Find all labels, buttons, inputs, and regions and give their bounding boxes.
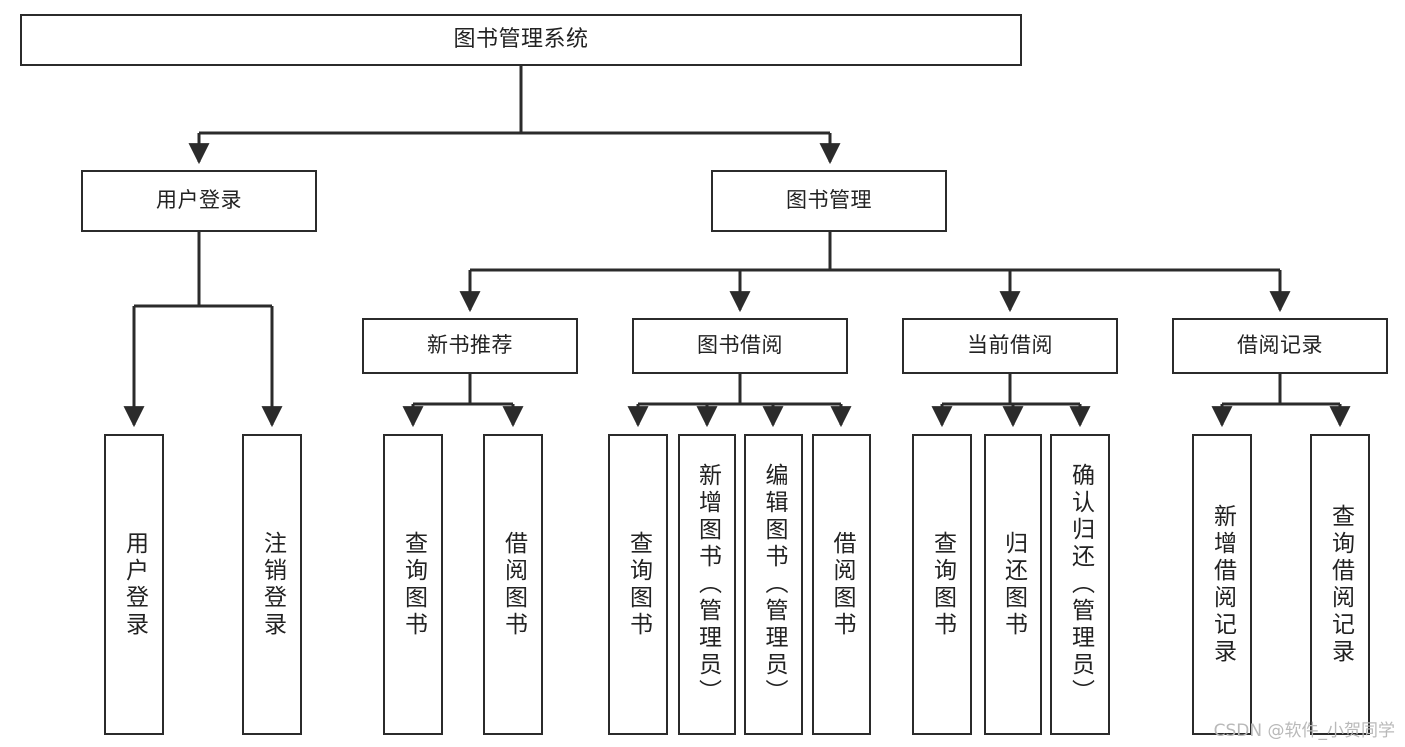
node-label: 图书管理系统	[453, 26, 589, 52]
node-label: 新增借阅记录	[1209, 503, 1236, 666]
node-label: 借阅图书	[829, 530, 855, 639]
node-borrow-record[interactable]: 借阅记录	[1172, 318, 1388, 374]
csdn-watermark: CSDN @软件_小贺同学	[1213, 721, 1395, 741]
node-book-management[interactable]: 图书管理	[711, 170, 947, 232]
node-label: 用户登录	[121, 530, 148, 639]
node-new-book-recommend[interactable]: 新书推荐	[362, 318, 578, 374]
node-label: 当前借阅	[967, 333, 1053, 358]
node-label: 编辑图书（管理员）	[761, 463, 787, 706]
node-label: 注销登录	[259, 530, 286, 639]
node-leaf-edit-book[interactable]: 编辑图书（管理员）	[744, 434, 803, 735]
node-label: 查询图书	[929, 530, 956, 639]
node-leaf-add-record[interactable]: 新增借阅记录	[1192, 434, 1252, 735]
node-leaf-query-book-1[interactable]: 查询图书	[383, 434, 443, 735]
node-label: 图书管理	[786, 188, 872, 213]
node-label: 确认归还（管理员）	[1067, 463, 1094, 706]
node-label: 归还图书	[1000, 530, 1027, 639]
node-label: 查询图书	[625, 530, 652, 639]
node-label: 借阅图书	[500, 530, 527, 639]
node-label: 查询图书	[400, 530, 427, 639]
node-leaf-confirm-return[interactable]: 确认归还（管理员）	[1050, 434, 1110, 735]
node-leaf-user-logout[interactable]: 注销登录	[242, 434, 302, 735]
node-label: 用户登录	[156, 188, 242, 213]
node-leaf-user-login[interactable]: 用户登录	[104, 434, 164, 735]
node-leaf-borrow-book-2[interactable]: 借阅图书	[812, 434, 871, 735]
node-leaf-query-book-3[interactable]: 查询图书	[912, 434, 972, 735]
node-leaf-query-record[interactable]: 查询借阅记录	[1310, 434, 1370, 735]
node-label: 图书借阅	[697, 333, 783, 358]
node-root-book-management-system[interactable]: 图书管理系统	[20, 14, 1022, 66]
node-current-borrow[interactable]: 当前借阅	[902, 318, 1118, 374]
node-label: 查询借阅记录	[1327, 503, 1354, 666]
node-book-borrow[interactable]: 图书借阅	[632, 318, 848, 374]
node-leaf-return-book[interactable]: 归还图书	[984, 434, 1042, 735]
node-label: 新书推荐	[427, 333, 513, 358]
node-label: 借阅记录	[1237, 333, 1323, 358]
node-leaf-query-book-2[interactable]: 查询图书	[608, 434, 668, 735]
node-leaf-borrow-book-1[interactable]: 借阅图书	[483, 434, 543, 735]
node-leaf-add-book[interactable]: 新增图书（管理员）	[678, 434, 736, 735]
node-label: 新增图书（管理员）	[694, 463, 721, 706]
node-user-login[interactable]: 用户登录	[81, 170, 317, 232]
